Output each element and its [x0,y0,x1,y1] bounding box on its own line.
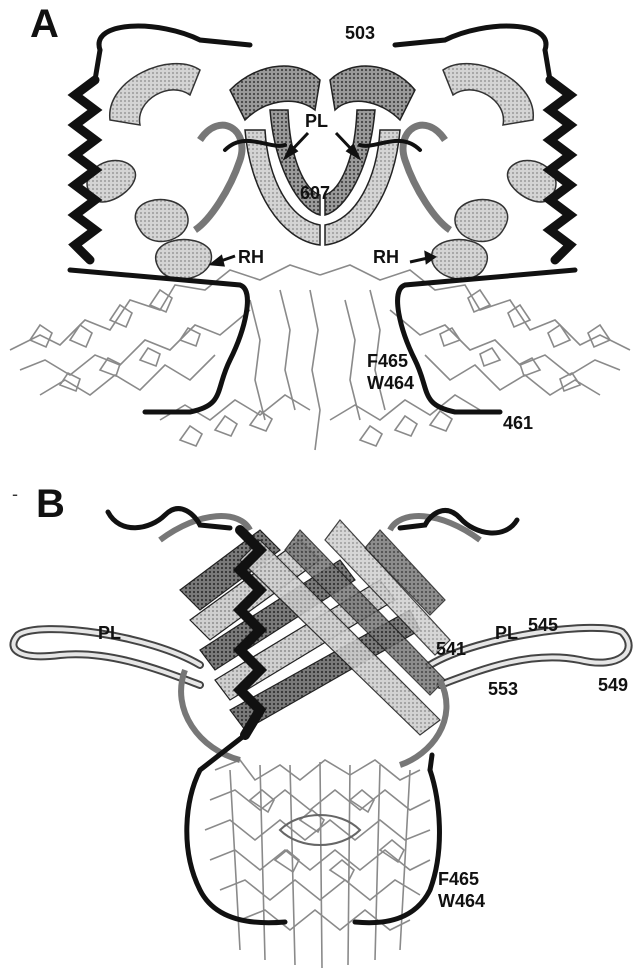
panel-b-letter: B [36,484,65,524]
panel-a-letter: A [30,4,59,44]
pl-label: PL [305,112,328,130]
panel-b-structure [0,470,643,972]
protein-ribbons [160,516,480,765]
residue-541-label: 541 [436,640,466,658]
f465-label: F465 [367,352,408,370]
f465-label: F465 [438,870,479,888]
dna-stick-model [10,265,630,450]
w464-label: W464 [367,374,414,392]
rh-right-label: RH [373,248,399,266]
tick-mark: - [12,484,18,505]
panel-b: - B PL PL 545 541 549 553 F465 W464 [0,470,643,972]
residue-553-label: 553 [488,680,518,698]
residue-461-label: 461 [503,414,533,432]
residue-503-label: 503 [345,24,375,42]
protein-ribbons [87,64,556,280]
w464-label: W464 [438,892,485,910]
rh-left-label: RH [238,248,264,266]
pl-left-label: PL [98,624,121,642]
residue-545-label: 545 [528,616,558,634]
pl-right-label: PL [495,624,518,642]
panel-a-structure [0,0,643,470]
residue-607-label: 607 [300,184,330,202]
residue-549-label: 549 [598,676,628,694]
panel-a: A 503 PL 607 RH RH F465 W464 461 [0,0,643,470]
dna-stick-model [205,760,430,968]
